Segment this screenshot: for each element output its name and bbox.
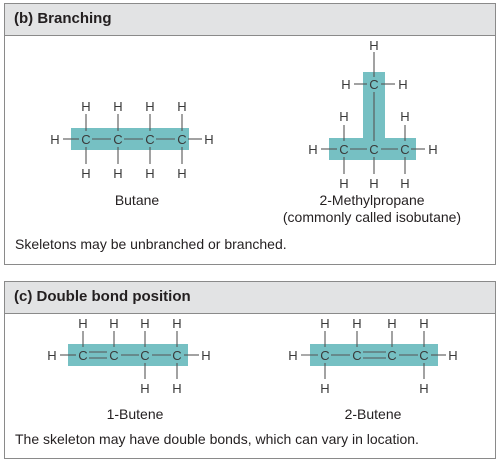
- methylpropane-label: 2-Methylpropane: [319, 192, 425, 208]
- c-atom: C: [387, 348, 396, 363]
- h-atom: H: [177, 166, 186, 181]
- h-atom: H: [320, 316, 329, 331]
- h-atom: H: [339, 176, 348, 191]
- h-atom: H: [320, 381, 329, 396]
- h-atom: H: [78, 316, 87, 331]
- butene1-molecule: H H H H H H H H C C C C: [47, 316, 210, 396]
- h-atom: H: [448, 348, 457, 363]
- methylpropane-molecule: H H H H H H H H H H C C C C: [308, 38, 437, 191]
- double-bond-panel: (c) Double bond position H H H H H: [4, 281, 496, 459]
- h-atom: H: [201, 348, 210, 363]
- c-atom: C: [177, 132, 186, 147]
- c-atom: C: [145, 132, 154, 147]
- double-bond-caption: The skeleton may have double bonds, whic…: [15, 431, 419, 447]
- h-atom: H: [81, 166, 90, 181]
- c-atom: C: [81, 132, 90, 147]
- h-atom: H: [369, 176, 378, 191]
- h-atom: H: [400, 176, 409, 191]
- h-atom: H: [428, 142, 437, 157]
- butene1-label: 1-Butene: [106, 406, 164, 422]
- h-atom: H: [145, 99, 154, 114]
- c-atom: C: [419, 348, 428, 363]
- c-atom: C: [369, 142, 378, 157]
- double-bond-header: (c) Double bond position: [5, 282, 495, 314]
- h-atom: H: [172, 316, 181, 331]
- h-atom: H: [387, 316, 396, 331]
- h-atom: H: [177, 99, 186, 114]
- double-bond-heading: (c) Double bond position: [14, 288, 191, 305]
- h-atom: H: [308, 142, 317, 157]
- h-atom: H: [113, 166, 122, 181]
- h-atom: H: [339, 109, 348, 124]
- h-atom: H: [369, 38, 378, 53]
- branching-diagram: H H H H H H H H H H C C C C: [50, 38, 437, 191]
- h-atom: H: [400, 109, 409, 124]
- c-atom: C: [369, 77, 378, 92]
- h-atom: H: [50, 132, 59, 147]
- h-atom: H: [81, 99, 90, 114]
- c-atom: C: [172, 348, 181, 363]
- branching-heading: (b) Branching: [14, 10, 112, 27]
- h-atom: H: [140, 316, 149, 331]
- c-atom: C: [339, 142, 348, 157]
- h-atom: H: [352, 316, 361, 331]
- c-atom: C: [113, 132, 122, 147]
- c-atom: C: [140, 348, 149, 363]
- h-atom: H: [288, 348, 297, 363]
- c-atom: C: [400, 142, 409, 157]
- h-atom: H: [419, 381, 428, 396]
- branching-panel: (b) Branching H H H H H H: [4, 3, 496, 265]
- h-atom: H: [419, 316, 428, 331]
- branching-caption: Skeletons may be unbranched or branched.: [15, 236, 287, 252]
- h-atom: H: [172, 381, 181, 396]
- h-atom: H: [140, 381, 149, 396]
- h-atom: H: [47, 348, 56, 363]
- c-atom: C: [320, 348, 329, 363]
- h-atom: H: [145, 166, 154, 181]
- c-atom: C: [109, 348, 118, 363]
- c-atom: C: [352, 348, 361, 363]
- butane-label: Butane: [114, 192, 160, 208]
- h-atom: H: [204, 132, 213, 147]
- h-atom: H: [341, 77, 350, 92]
- h-atom: H: [109, 316, 118, 331]
- c-atom: C: [78, 348, 87, 363]
- branching-header: (b) Branching: [5, 4, 495, 36]
- butene2-molecule: H H H H H H H H C C C C: [288, 316, 457, 396]
- methylpropane-sublabel: (commonly called isobutane): [282, 209, 462, 225]
- butene2-label: 2-Butene: [344, 406, 402, 422]
- butene2-skeleton: [310, 344, 438, 366]
- h-atom: H: [113, 99, 122, 114]
- butane-molecule: H H H H H H H H H H C C C C: [50, 99, 213, 181]
- h-atom: H: [398, 77, 407, 92]
- double-bond-diagram: H H H H H H H H C C C C: [47, 316, 457, 396]
